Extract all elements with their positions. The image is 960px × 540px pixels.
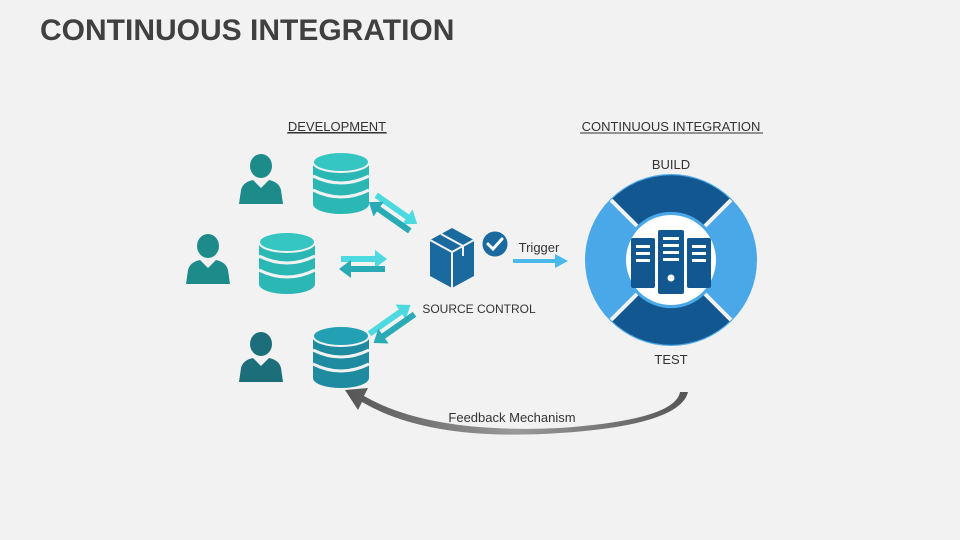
database-icon <box>312 325 370 388</box>
developer-icon <box>239 154 283 204</box>
sync-arrows-icon <box>339 250 387 278</box>
build-label: BUILD <box>652 157 690 172</box>
development-heading: DEVELOPMENT <box>288 119 386 134</box>
source-control-icon <box>429 228 511 288</box>
feedback-arrow-icon <box>345 388 688 435</box>
trigger-label: Trigger <box>519 240 560 255</box>
developer-icon <box>239 332 283 382</box>
trigger-arrow-icon <box>513 254 568 268</box>
database-icon <box>312 151 370 214</box>
sync-arrows-icon <box>367 304 417 344</box>
database-icon <box>258 231 316 294</box>
page-title: CONTINUOUS INTEGRATION <box>40 14 455 47</box>
developer-icon <box>186 234 230 284</box>
sync-arrows-icon <box>368 192 418 234</box>
ci-heading: CONTINUOUS INTEGRATION <box>582 119 761 134</box>
source-control-label: SOURCE CONTROL <box>422 302 536 316</box>
test-label: TEST <box>654 352 687 367</box>
server-icon <box>631 230 711 294</box>
feedback-label: Feedback Mechanism <box>448 410 575 425</box>
